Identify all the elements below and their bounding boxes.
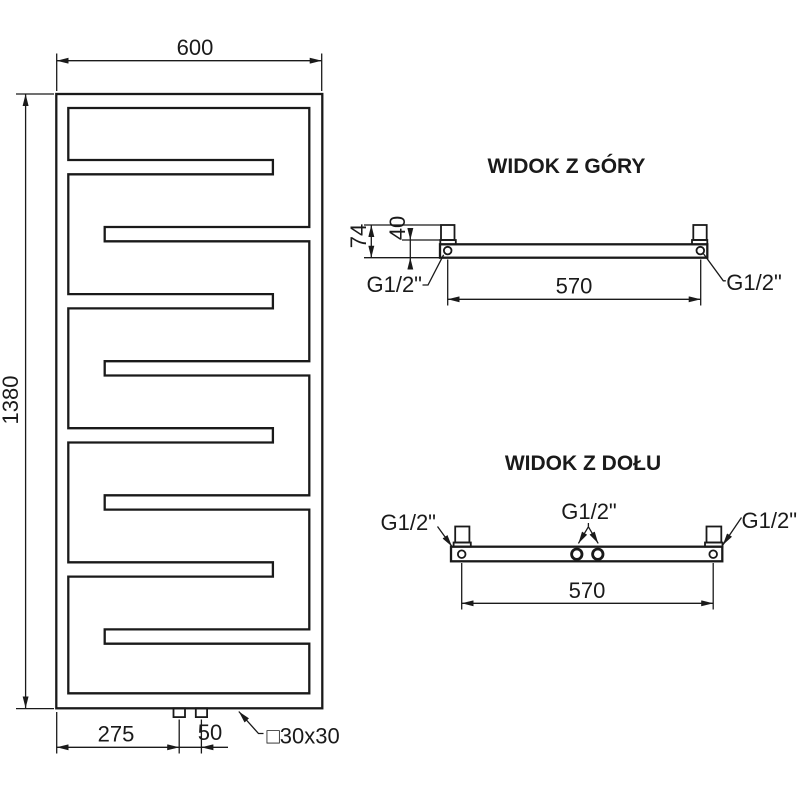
leader-line — [238, 711, 264, 735]
profile-callout: □30x30 — [238, 711, 340, 749]
dim-570-top: 570 — [447, 259, 702, 306]
top-view-thread-left-label: G1/2" — [366, 272, 422, 297]
leader-line — [702, 253, 726, 282]
radiator-serpentine-panel — [67, 106, 311, 695]
radiator-outline — [55, 92, 324, 710]
dim-74: 74 — [346, 224, 441, 259]
dim-40-label: 40 — [385, 216, 410, 240]
dim-570-bottom: 570 — [461, 563, 714, 610]
dim-40: 40 — [385, 216, 441, 270]
leader-line — [436, 526, 453, 547]
leader-line — [587, 526, 599, 544]
wall-bracket-right — [692, 224, 708, 241]
bottom-view-dim-570-label: 570 — [569, 578, 606, 603]
profile-label: □30x30 — [267, 724, 340, 749]
connection-stub-right — [194, 707, 209, 718]
radiator-body-bottom-view — [449, 545, 724, 563]
front-view: 600 1380 275 50 □30x30 — [0, 35, 340, 754]
leader-line — [577, 526, 589, 544]
dim-600: 600 — [56, 35, 323, 91]
wall-bracket-right — [705, 525, 723, 544]
leader-line — [422, 254, 445, 286]
pipe-connection-left — [443, 245, 453, 256]
dim-50-label: 50 — [198, 720, 222, 745]
dim-1380-label: 1380 — [0, 376, 23, 425]
top-view-thread-right-label: G1/2" — [726, 270, 782, 295]
dim-1380: 1380 — [0, 93, 54, 710]
top-view-title: WIDOK Z GÓRY — [488, 154, 646, 178]
dim-74-label: 74 — [346, 224, 371, 248]
pipe-connection-right — [708, 549, 718, 559]
bottom-view-thread-left-label: G1/2" — [380, 510, 436, 535]
wall-bracket-left — [440, 224, 456, 241]
pipe-connection-left — [457, 549, 467, 559]
dim-275-label: 275 — [98, 722, 135, 747]
bottom-view: WIDOK Z DOŁU G1/2" G1/2" G1/2" 570 — [380, 452, 797, 610]
radiator-body-top-view — [438, 243, 709, 259]
bottom-view-title: WIDOK Z DOŁU — [505, 452, 661, 475]
dim-600-label: 600 — [177, 35, 214, 60]
top-view-dim-570-label: 570 — [556, 274, 593, 299]
bottom-view-thread-right-label: G1/2" — [742, 508, 798, 533]
wall-bracket-left — [454, 525, 471, 544]
bottom-view-thread-center-label: G1/2" — [561, 499, 617, 524]
top-view: WIDOK Z GÓRY 74 40 570 — [346, 154, 782, 306]
pipe-connection-right — [695, 245, 705, 256]
pipe-connection-center-1 — [570, 547, 584, 561]
leader-line — [722, 517, 743, 546]
center-thread-callout: G1/2" — [561, 499, 617, 544]
pipe-connection-center-2 — [591, 547, 605, 561]
connection-stub-left — [172, 707, 186, 718]
dim-275-50: 275 50 — [56, 712, 228, 754]
